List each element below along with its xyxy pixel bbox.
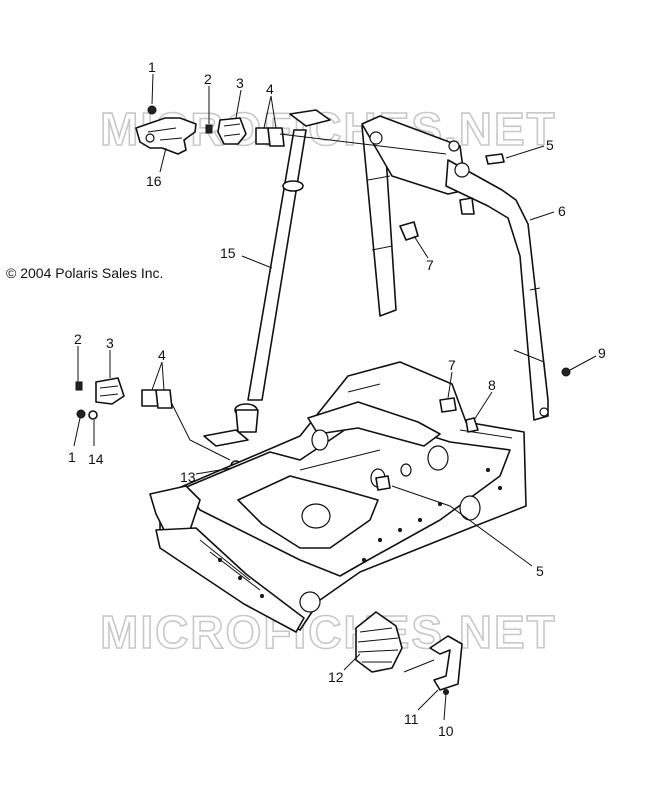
part-3-clamp-left bbox=[95, 377, 125, 405]
part-3-clamp-top bbox=[217, 117, 247, 145]
watermark-bottom: MICROFICHES.NET bbox=[100, 606, 557, 658]
part-6-frame-hoop bbox=[361, 115, 549, 421]
callout-2-top: 2 bbox=[204, 71, 212, 87]
callout-4-top: 4 bbox=[266, 81, 274, 97]
callout-3-top: 3 bbox=[236, 75, 244, 91]
callout-5-chassis: 5 bbox=[536, 563, 544, 579]
part-4-clamp-top bbox=[255, 127, 285, 147]
part-5-bolt-top bbox=[485, 153, 505, 165]
callout-14: 14 bbox=[88, 451, 104, 467]
part-1-nut-left bbox=[76, 409, 86, 419]
callout-13: 13 bbox=[180, 469, 196, 485]
callout-4-left: 4 bbox=[158, 347, 166, 363]
part-11-ring-bracket bbox=[429, 635, 463, 695]
callout-1-left: 1 bbox=[68, 449, 76, 465]
callout-3-left: 3 bbox=[106, 335, 114, 351]
leader-lines bbox=[73, 73, 597, 721]
left-hardware bbox=[75, 377, 242, 472]
callout-7-chassis: 7 bbox=[448, 357, 456, 373]
callout-11: 11 bbox=[404, 711, 419, 727]
part-9-nut bbox=[561, 367, 571, 377]
part-5-bolt-chassis bbox=[375, 475, 391, 491]
part-7-clip-chassis bbox=[439, 397, 457, 413]
copyright-notice: © 2004 Polaris Sales Inc. bbox=[6, 265, 163, 281]
callout-1-top: 1 bbox=[148, 59, 156, 75]
part-14-washer bbox=[88, 410, 98, 420]
callout-16: 16 bbox=[146, 173, 162, 189]
callout-8: 8 bbox=[488, 377, 496, 393]
callouts: 1 2 3 4 5 6 7 15 16 9 2 3 4 7 8 1 14 13 … bbox=[68, 59, 606, 739]
part-2-bolt-left bbox=[75, 381, 83, 391]
callout-6: 6 bbox=[558, 203, 566, 219]
part-2-bolt-top bbox=[205, 124, 213, 134]
callout-9: 9 bbox=[598, 345, 606, 361]
part-15-steering-post bbox=[203, 109, 331, 447]
part-10-screw bbox=[443, 689, 449, 695]
callout-10: 10 bbox=[438, 723, 454, 739]
part-1-nut-top bbox=[147, 105, 157, 115]
callout-5-top: 5 bbox=[546, 137, 554, 153]
part-12-boot bbox=[355, 611, 403, 673]
callout-2-left: 2 bbox=[74, 331, 82, 347]
callout-12: 12 bbox=[328, 669, 344, 685]
part-7-clip-top bbox=[399, 221, 419, 241]
part-8-bolt bbox=[465, 417, 479, 433]
hoop-hardware bbox=[399, 153, 571, 377]
callout-15: 15 bbox=[220, 245, 236, 261]
main-chassis bbox=[149, 361, 527, 633]
callout-7-top: 7 bbox=[426, 257, 434, 273]
part-16-bracket bbox=[135, 105, 213, 155]
